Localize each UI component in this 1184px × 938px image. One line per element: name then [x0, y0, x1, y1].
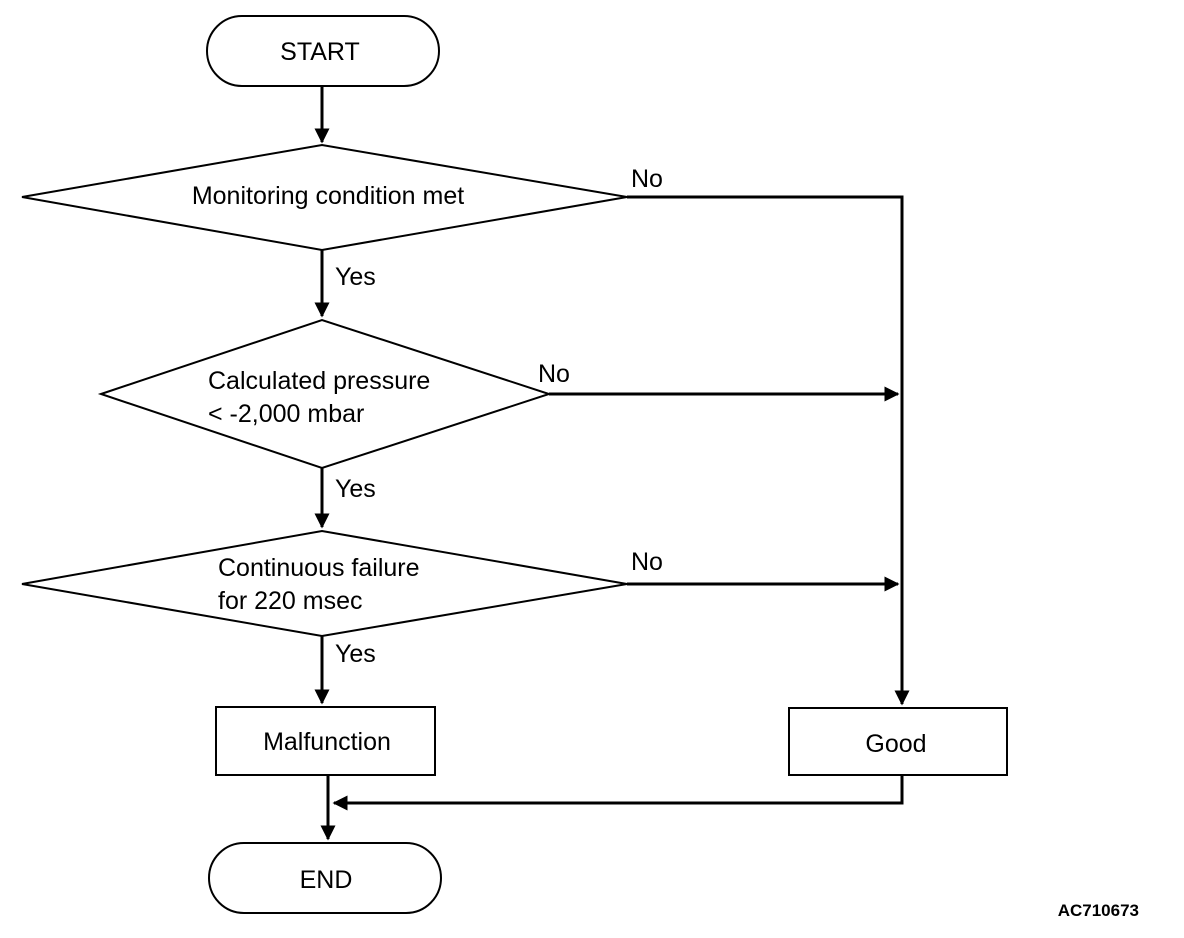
edge-label-no-2: No	[538, 360, 570, 388]
end-terminator	[208, 842, 442, 914]
start-label: START	[280, 38, 360, 66]
edge-label-yes-3: Yes	[335, 640, 376, 668]
edge-monitoring-no	[627, 195, 910, 706]
decision-pressure-label-1: Calculated pressure	[208, 367, 430, 395]
decision-continuous-failure	[21, 529, 628, 638]
decision-monitoring-label: Monitoring condition met	[192, 182, 464, 210]
edge-good-to-end	[332, 775, 904, 811]
decision-failure-label-2: for 220 msec	[218, 587, 363, 615]
decision-failure-label-1: Continuous failure	[218, 554, 420, 582]
malfunction-box	[215, 706, 436, 776]
good-label: Good	[865, 730, 926, 758]
decision-pressure-label-2: < -2,000 mbar	[208, 400, 364, 428]
end-label: END	[300, 866, 353, 894]
edge-label-no-3: No	[631, 548, 663, 576]
edge-label-yes-1: Yes	[335, 263, 376, 291]
edge-label-no-1: No	[631, 165, 663, 193]
malfunction-label: Malfunction	[263, 728, 391, 756]
good-box	[788, 707, 1008, 776]
edge-label-yes-2: Yes	[335, 475, 376, 503]
reference-code: AC710673	[1058, 901, 1139, 920]
